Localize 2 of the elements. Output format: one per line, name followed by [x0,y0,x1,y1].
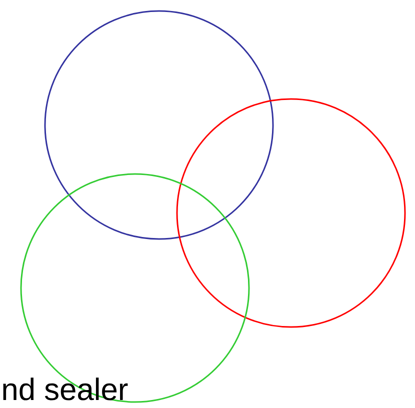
circle [44,10,274,240]
circle [176,98,406,328]
